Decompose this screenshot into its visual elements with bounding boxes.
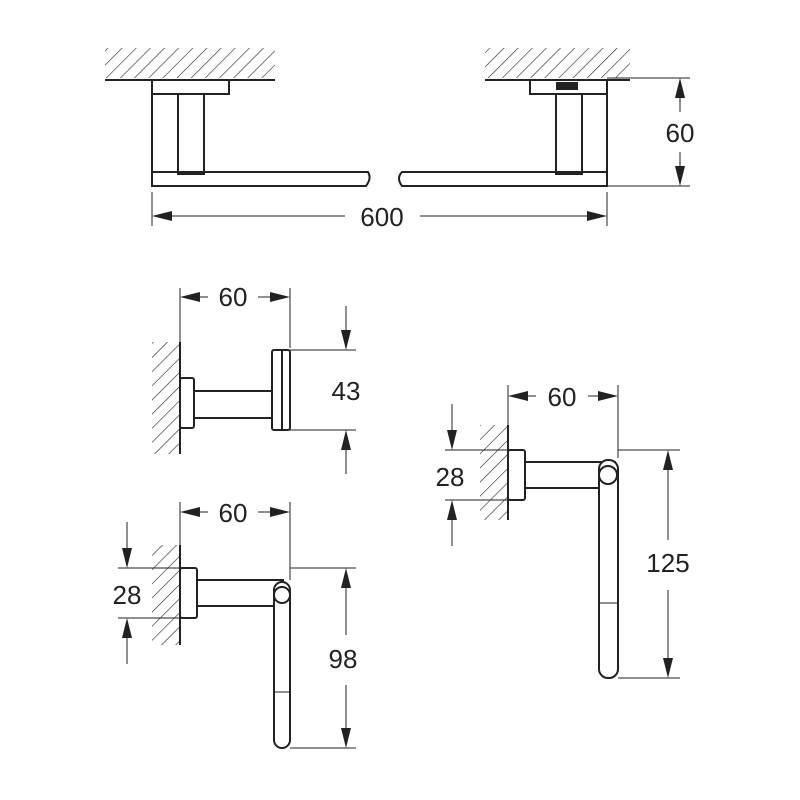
wall-hatch [152,342,180,454]
wall-hatch-left [105,48,275,78]
dim-width-label: 600 [360,202,403,232]
holder-base [179,567,198,619]
holder-base [507,449,526,501]
wall-hatch-right [485,48,630,78]
right-post [555,93,583,175]
dim-height-label: 60 [666,118,695,148]
paper-holder-large-view: 60 28 125 [436,382,690,679]
holder-pivot [273,586,291,604]
dim-depth-label: 60 [219,498,248,528]
holder-drop [273,581,291,749]
hook-base [179,377,195,429]
holder-arm [196,579,284,607]
towel-bar-view: 600 60 [105,48,694,232]
dim-length-label: 125 [646,548,689,578]
left-mount-plate [151,79,230,95]
hook-arm [193,390,273,419]
wall-hatch [152,545,180,645]
dim-base-label: 28 [113,580,142,610]
dim-depth-label: 60 [548,382,577,412]
bar-right-segment [398,171,608,187]
robe-hook-view: 60 43 [152,282,360,474]
dim-depth-label: 60 [219,282,248,312]
holder-drop [598,459,619,679]
dim-height-label: 43 [332,376,361,406]
dim-base-label: 28 [436,462,465,492]
wall-hatch [480,425,508,520]
holder-pivot [598,465,618,485]
logo-icon [556,82,578,90]
paper-holder-small-view: 60 28 98 [113,498,358,749]
bar-left-segment [151,171,371,187]
left-post [177,93,205,175]
dim-length-label: 98 [329,644,358,674]
